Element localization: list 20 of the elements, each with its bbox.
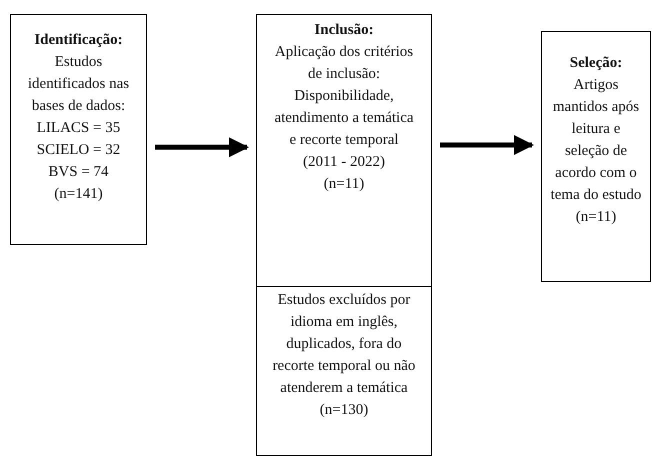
- box-text: (n=141): [53, 185, 104, 204]
- box-text: (n=11): [574, 208, 618, 227]
- box-heading: Identificação:: [33, 31, 124, 50]
- box-text: Estudos identificados nas bases de dados:: [26, 53, 130, 116]
- box-text: (n=11): [322, 175, 366, 194]
- arrow: [440, 135, 534, 156]
- box-heading: Seleção:: [568, 54, 624, 73]
- exclusion-box: [256, 286, 432, 456]
- box-text: Artigos mantidos após leitura e seleção de acordo com o tema do estudo: [550, 76, 642, 205]
- box-text: Aplicação dos critérios de inclusão: Disponibilidade, atendimento a temática e recorte temporal: [273, 43, 415, 150]
- box-text: LILACS = 35: [36, 119, 122, 138]
- inclusion-box: [256, 14, 432, 287]
- identification-box: [10, 14, 147, 245]
- box-heading: Inclusão:: [313, 21, 375, 40]
- selection-box: [541, 31, 651, 282]
- box-text: BVS = 74: [47, 163, 110, 182]
- box-text: SCIELO = 32: [36, 141, 122, 160]
- arrow: [155, 137, 249, 158]
- box-text: (2011 - 2022): [302, 153, 386, 172]
- box-text: Estudos excluídos por idioma em inglês, duplicados, fora do recorte temporal ou não atenderem a temática (n=130): [272, 291, 416, 420]
